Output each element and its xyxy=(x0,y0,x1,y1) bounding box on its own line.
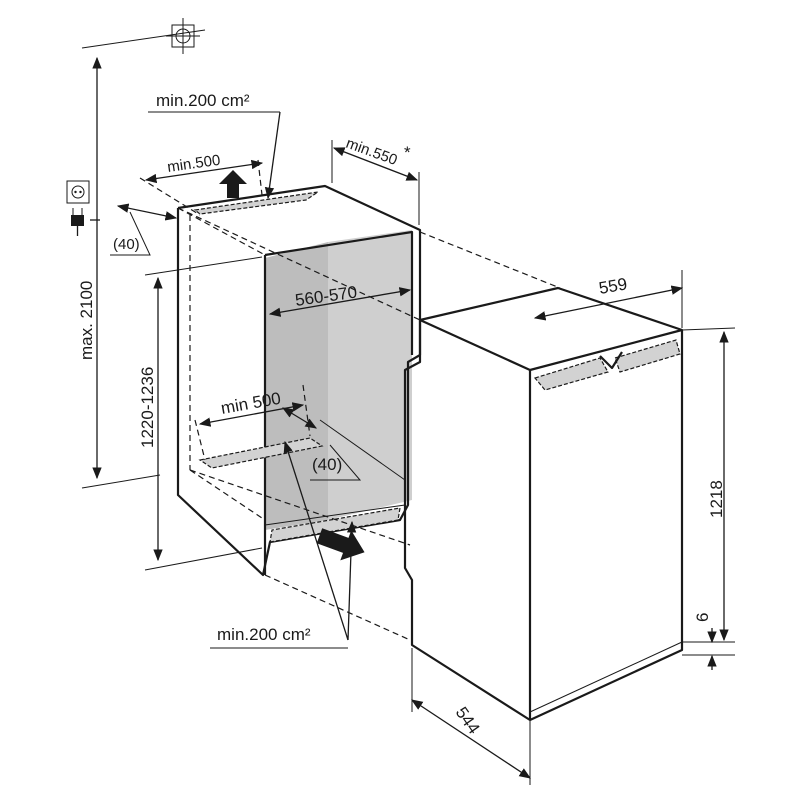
top-offset-dimension xyxy=(110,203,178,256)
airflow-in-arrow-icon xyxy=(316,528,365,561)
niche-height-dimension xyxy=(144,256,263,571)
power-plug-icon xyxy=(71,208,100,236)
max-height-label: max. 2100 xyxy=(77,281,96,360)
crosshair-symbol-icon xyxy=(81,18,206,54)
niche-height-label: 1220-1236 xyxy=(138,367,157,448)
top-depth-mark: * xyxy=(404,143,411,162)
appliance-body xyxy=(403,286,684,722)
top-vent xyxy=(148,111,319,215)
appliance-width-label: 559 xyxy=(597,274,628,298)
appliance-depth-dimension xyxy=(411,648,531,785)
appliance-foot-label: 6 xyxy=(693,613,712,622)
airflow-arrow-icon xyxy=(219,170,247,198)
max-height-dimension xyxy=(81,56,161,489)
appliance-depth-label: 544 xyxy=(452,703,484,737)
vent-top-area-label: min.200 cm² xyxy=(156,91,250,110)
top-width-label: min.500 xyxy=(166,152,221,176)
bottom-offset-label: (40) xyxy=(312,455,342,474)
niche-width-dimension xyxy=(268,287,412,317)
vent-bottom-area-label: min.200 cm² xyxy=(217,625,311,644)
bottom-offset-dimension xyxy=(281,407,362,481)
appliance-height-label: 1218 xyxy=(707,480,726,518)
projection-lines xyxy=(177,207,561,641)
top-width-dimension xyxy=(139,159,264,216)
appliance-width-dimension xyxy=(533,270,684,328)
top-offset-label: (40) xyxy=(113,236,140,253)
power-socket-icon xyxy=(66,180,90,204)
top-depth-label: min.550 xyxy=(344,135,400,169)
top-depth-dimension xyxy=(331,140,420,225)
bottom-front-vent xyxy=(210,440,401,649)
